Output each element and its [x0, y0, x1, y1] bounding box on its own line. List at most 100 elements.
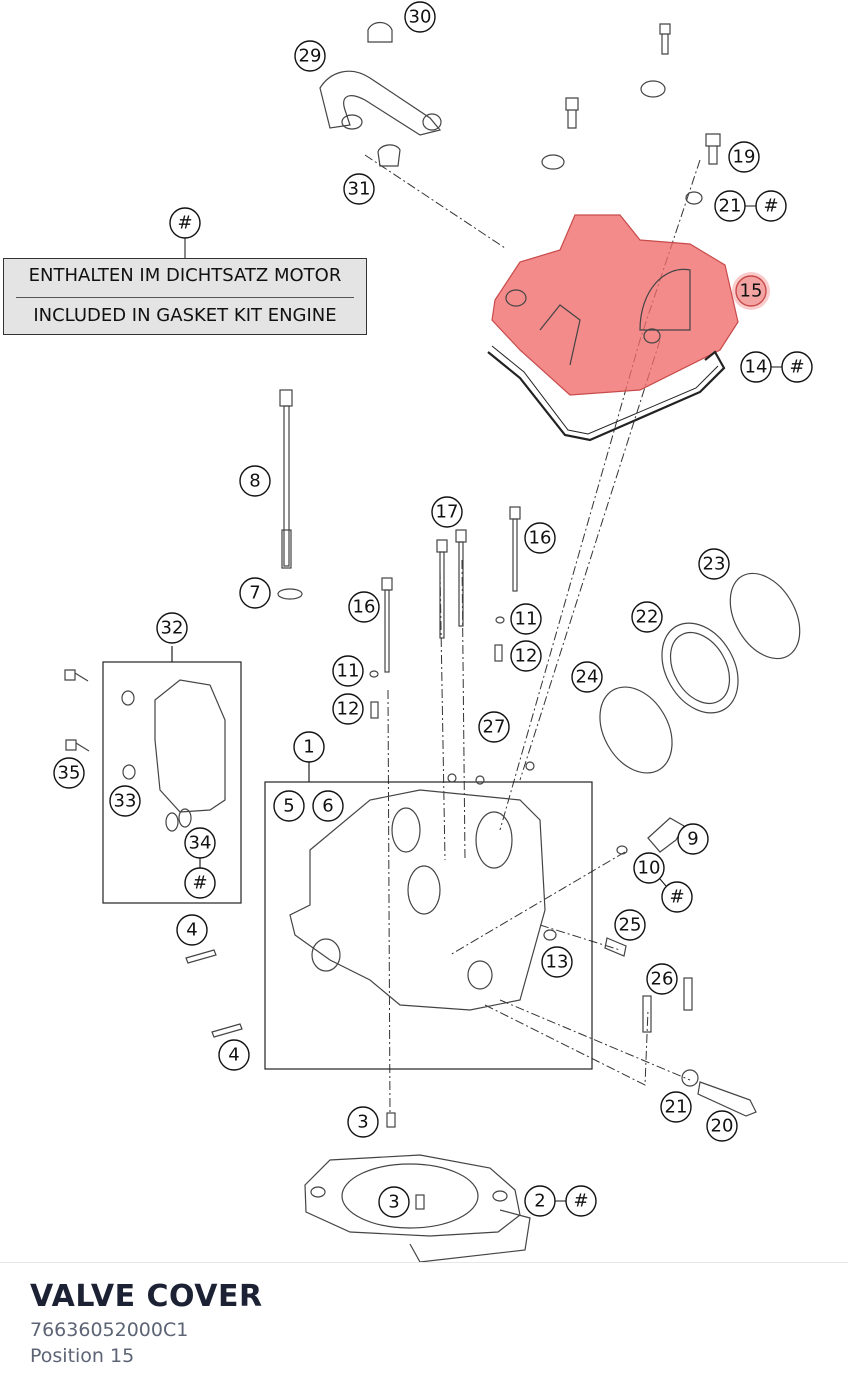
callout-10-hash[interactable]: #: [661, 881, 693, 913]
callout-24[interactable]: 24: [571, 661, 603, 693]
callout-17[interactable]: 17: [431, 496, 463, 528]
callout-25[interactable]: 25: [614, 909, 646, 941]
svg-text:29: 29: [299, 46, 322, 67]
callout-21-bottom[interactable]: 21: [660, 1091, 692, 1123]
breather-hose: [319, 70, 442, 136]
callout-6[interactable]: 6: [312, 790, 344, 822]
callout-12-right[interactable]: 12: [510, 640, 542, 672]
callout-4-bottom[interactable]: 4: [218, 1039, 250, 1071]
svg-text:16: 16: [353, 597, 376, 618]
svg-text:22: 22: [636, 607, 659, 628]
part-title: VALVE COVER: [30, 1279, 263, 1314]
svg-text:16: 16: [529, 528, 552, 549]
part-position: Position 15: [30, 1345, 135, 1367]
svg-text:4: 4: [228, 1045, 239, 1066]
callout-34-hash[interactable]: #: [184, 867, 216, 899]
callout-3-bottom[interactable]: 3: [378, 1186, 410, 1218]
legend-text-german: ENTHALTEN IM DICHTSATZ MOTOR: [28, 265, 342, 286]
callout-5[interactable]: 5: [273, 790, 305, 822]
svg-text:17: 17: [436, 502, 459, 523]
svg-text:3: 3: [357, 1112, 368, 1133]
callout-31[interactable]: 31: [343, 173, 375, 205]
svg-text:30: 30: [409, 7, 432, 28]
svg-text:5: 5: [283, 796, 294, 817]
svg-text:26: 26: [651, 969, 674, 990]
svg-text:#: #: [763, 196, 778, 217]
svg-text:10: 10: [638, 858, 661, 879]
svg-text:20: 20: [711, 1116, 734, 1137]
exploded-parts-diagram: 30 29 31 19 21 # 15 14 # # 8 7 17 16 16 …: [53, 1, 813, 1262]
callout-7[interactable]: 7: [239, 577, 271, 609]
head-gasket: [304, 1154, 531, 1262]
svg-text:3: 3: [388, 1192, 399, 1213]
small-parts-right: [447, 761, 757, 1117]
hose-clamps: [367, 21, 401, 167]
svg-text:2: 2: [534, 1191, 545, 1212]
legend-divider: [16, 297, 354, 298]
callout-23[interactable]: 23: [698, 548, 730, 580]
callout-15-selected[interactable]: 15: [732, 272, 770, 310]
cylinder-head-frame: [264, 762, 593, 1070]
gasket-kit-legend: ENTHALTEN IM DICHTSATZ MOTOR INCLUDED IN…: [3, 258, 367, 335]
screws-35: [64, 669, 90, 752]
assembly-32-frame: [102, 646, 242, 904]
valve-cover-highlighted[interactable]: [491, 214, 739, 396]
callout-10[interactable]: 10: [633, 852, 667, 887]
dowel-pins: [185, 949, 425, 1210]
callout-22[interactable]: 22: [631, 601, 663, 633]
callout-1[interactable]: 1: [293, 731, 325, 763]
callout-34[interactable]: 34: [184, 827, 216, 859]
svg-text:13: 13: [546, 952, 569, 973]
svg-text:12: 12: [337, 699, 360, 720]
svg-text:14: 14: [745, 357, 768, 378]
callout-29[interactable]: 29: [294, 40, 326, 72]
svg-text:#: #: [573, 1191, 588, 1212]
callout-19[interactable]: 19: [728, 141, 760, 173]
valve-cover-gasket: [487, 345, 726, 442]
callout-30[interactable]: 30: [404, 1, 436, 33]
callout-32[interactable]: 32: [156, 612, 188, 644]
callout-27[interactable]: 27: [478, 711, 510, 743]
intake-parts: [599, 572, 801, 774]
studs: [369, 506, 521, 719]
callout-14[interactable]: 14: [740, 351, 772, 383]
callout-11-left[interactable]: 11: [332, 655, 364, 687]
callout-16-right[interactable]: 16: [524, 522, 556, 554]
callout-21-top[interactable]: 21: [714, 190, 746, 222]
svg-text:8: 8: [249, 471, 260, 492]
svg-text:24: 24: [576, 667, 599, 688]
svg-text:35: 35: [58, 763, 81, 784]
callout-legend-hash[interactable]: #: [169, 207, 201, 258]
part-number: 76636052000C1: [30, 1319, 189, 1341]
svg-text:21: 21: [665, 1097, 688, 1118]
svg-text:32: 32: [161, 618, 184, 639]
part-info-footer: VALVE COVER 76636052000C1 Position 15: [0, 1262, 848, 1391]
callout-11-right[interactable]: 11: [510, 603, 542, 635]
svg-text:4: 4: [186, 920, 197, 941]
callout-2-hash[interactable]: #: [555, 1185, 597, 1217]
callout-33[interactable]: 33: [109, 785, 141, 817]
callout-21-top-hash[interactable]: #: [745, 190, 787, 222]
svg-text:25: 25: [619, 915, 642, 936]
callout-4-top[interactable]: 4: [176, 914, 208, 946]
svg-text:23: 23: [703, 554, 726, 575]
callout-2[interactable]: 2: [524, 1185, 556, 1217]
callout-16-left[interactable]: 16: [348, 591, 380, 623]
callout-26[interactable]: 26: [646, 963, 678, 995]
callout-20[interactable]: 20: [706, 1110, 738, 1142]
svg-text:#: #: [669, 887, 684, 908]
svg-text:11: 11: [515, 609, 538, 630]
callout-14-hash[interactable]: #: [771, 351, 813, 383]
callout-8[interactable]: 8: [239, 465, 271, 497]
head-bolt-8: [277, 389, 303, 600]
callout-9[interactable]: 9: [677, 823, 709, 855]
svg-text:11: 11: [337, 661, 360, 682]
callout-35[interactable]: 35: [53, 757, 85, 789]
svg-text:15: 15: [740, 281, 763, 302]
callout-13[interactable]: 13: [541, 946, 573, 978]
svg-text:12: 12: [515, 646, 538, 667]
callout-12-left[interactable]: 12: [332, 693, 364, 725]
legend-text-english: INCLUDED IN GASKET KIT ENGINE: [33, 305, 337, 326]
callout-3-top[interactable]: 3: [347, 1106, 379, 1138]
svg-text:1: 1: [303, 737, 314, 758]
